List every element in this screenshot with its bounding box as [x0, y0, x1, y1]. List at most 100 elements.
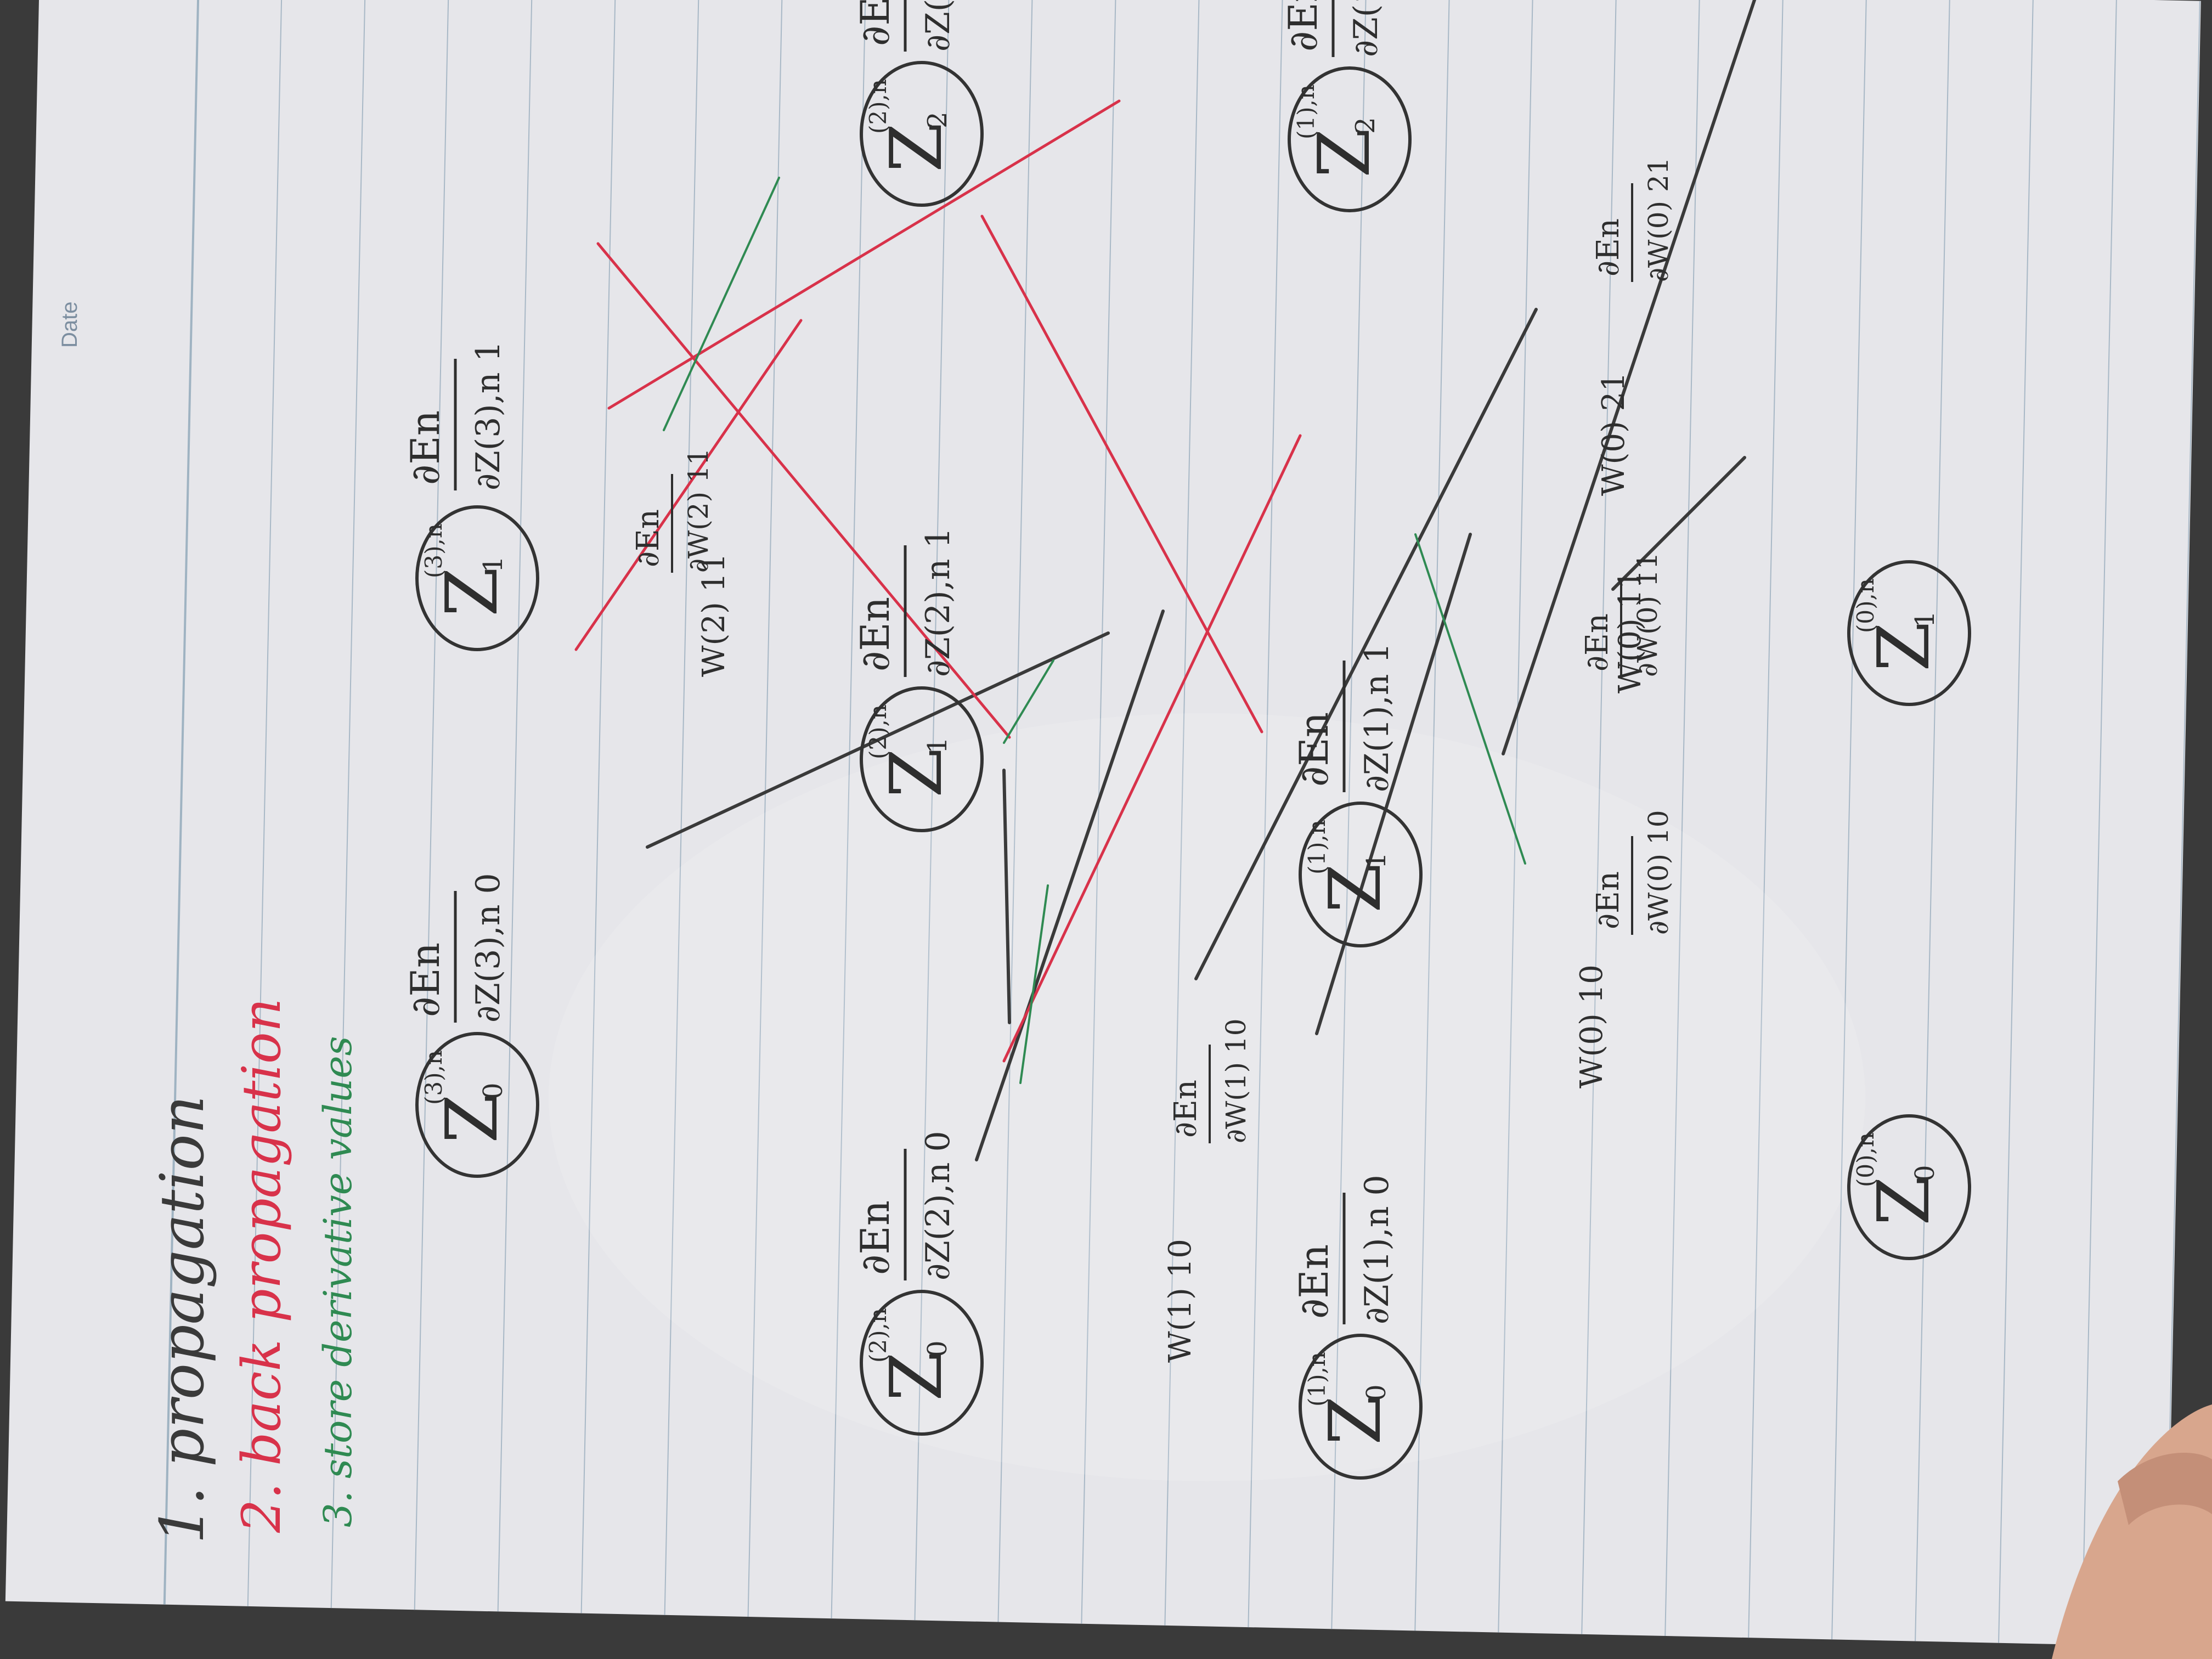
ruled-line	[1164, 0, 1200, 1626]
svg-text:1: 1	[1361, 852, 1392, 869]
ruled-line	[330, 0, 366, 1609]
ruled-line	[1998, 0, 2034, 1643]
svg-text:Z: Z	[874, 1352, 958, 1401]
svg-text:(2),n: (2),n	[865, 704, 891, 759]
svg-text:Z: Z	[1313, 1396, 1397, 1445]
svg-text:0: 0	[922, 1340, 953, 1357]
node-z0-1-circle	[1847, 560, 1971, 706]
svg-text:(3),n: (3),n	[420, 523, 447, 578]
node-z2-2: Z (2),n 2 ∂En ∂Z(2),n 2	[852, 0, 958, 172]
node-z2-0-circle	[860, 1290, 984, 1436]
svg-text:∂En: ∂En	[1590, 871, 1626, 929]
edges	[574, 0, 1768, 1161]
svg-text:∂En: ∂En	[852, 597, 898, 672]
edge-z0-1-to-z1-1	[1611, 456, 1746, 591]
svg-text:∂Z(3),n 0: ∂Z(3),n 0	[469, 873, 507, 1023]
node-z1-1: Z (1),n 1 ∂En ∂Z(1),n 1	[1291, 642, 1397, 913]
svg-text:∂W(0) 10: ∂W(0) 10	[1643, 810, 1674, 935]
svg-text:Z: Z	[1302, 128, 1386, 178]
node-z3-1: Z (3),n 1 ∂En ∂Z(3),n 1	[402, 341, 514, 617]
svg-text:W(1) 10: W(1) 10	[1163, 1239, 1198, 1363]
svg-text:Z: Z	[1862, 1176, 1945, 1226]
fingernail	[2118, 1453, 2212, 1525]
svg-text:(2),n: (2),n	[865, 1308, 891, 1363]
ruled-line	[664, 0, 700, 1615]
node-z1-2-circle	[1288, 66, 1412, 212]
node-z3-0-circle	[415, 1032, 539, 1178]
date-label: Date	[58, 302, 82, 348]
svg-text:0: 0	[1910, 1165, 1940, 1182]
svg-text:∂Z(1),n 0: ∂Z(1),n 0	[1358, 1175, 1396, 1324]
ruled-line	[1748, 0, 1784, 1638]
ruled-line	[997, 0, 1034, 1622]
paper-sheet	[5, 0, 2201, 1647]
node-z0-0: Z (0),n 0	[1852, 1132, 1945, 1226]
svg-text:∂En: ∂En	[402, 943, 448, 1017]
svg-text:∂En: ∂En	[852, 0, 898, 46]
edge-z1-0-to-z2-1	[975, 610, 1165, 1161]
svg-text:∂Z(1),n 1: ∂Z(1),n 1	[1358, 642, 1396, 792]
svg-text:W(0) 10: W(0) 10	[1574, 964, 1610, 1088]
svg-text:∂En: ∂En	[1579, 613, 1615, 672]
node-z1-1-circle	[1299, 802, 1423, 947]
svg-text:∂W(1) 10: ∂W(1) 10	[1220, 1018, 1252, 1143]
node-z1-2: Z (1),n 2 ∂En ∂Z(1),n 2	[1280, 0, 1386, 178]
edge-z1-2-to-z2-1	[1194, 308, 1538, 980]
svg-text:0: 0	[478, 1082, 509, 1099]
svg-text:(2),n: (2),n	[865, 79, 891, 134]
weight-w0-21: W(0) 21 ∂En ∂W(0) 21	[1590, 157, 1674, 496]
svg-text:∂En: ∂En	[630, 509, 666, 567]
red-edge-5	[980, 215, 1263, 733]
edge-z1-1-to-z2-1	[1002, 769, 1011, 1024]
ruled-line	[580, 0, 617, 1613]
svg-text:Z: Z	[430, 1094, 514, 1143]
ruled-line	[1831, 0, 1867, 1640]
svg-text:∂En: ∂En	[402, 410, 448, 485]
node-labels: Z (3),n 0 ∂En ∂Z(3),n 0 Z (3),n 1 ∂En ∂Z…	[402, 0, 1945, 1445]
svg-text:1: 1	[1910, 611, 1940, 628]
svg-text:∂W(2) 11: ∂W(2) 11	[682, 448, 714, 573]
ruled-line	[1498, 0, 1534, 1633]
weight-w2-11: W(2) 11 ∂En ∂W(2) 11	[630, 448, 732, 677]
svg-text:∂En: ∂En	[1280, 0, 1326, 52]
weight-w0-10: W(0) 10 ∂En ∂W(0) 10	[1574, 810, 1674, 1088]
node-z2-1: Z (2),n 1 ∂En ∂Z(2),n 1	[852, 527, 958, 798]
ruled-line	[914, 0, 950, 1621]
svg-text:(1),n: (1),n	[1293, 84, 1319, 139]
node-z1-0-circle	[1299, 1334, 1423, 1480]
svg-text:∂Z(2),n 2: ∂Z(2),n 2	[919, 0, 957, 52]
node-z3-1-circle	[415, 505, 539, 651]
margin-line	[163, 0, 200, 1605]
node-z2-0: Z (2),n 0 ∂En ∂Z(2),n 0	[852, 1131, 958, 1401]
node-z0-0-circle	[1847, 1114, 1971, 1260]
svg-text:Z: Z	[430, 567, 514, 617]
ruled-line	[1915, 0, 1950, 1641]
svg-text:2: 2	[1350, 117, 1381, 134]
svg-text:W(0) 21: W(0) 21	[1596, 372, 1632, 496]
ruled-line	[1248, 0, 1284, 1628]
green-edge-1	[1003, 659, 1054, 744]
ruled-line	[2164, 1, 2200, 1647]
svg-text:∂Z(1),n 2: ∂Z(1),n 2	[1347, 0, 1385, 57]
ruled-line	[247, 0, 283, 1606]
svg-text:∂Z(2),n 1: ∂Z(2),n 1	[919, 527, 957, 677]
edge-z0-1-to-z1-2	[1502, 0, 1768, 755]
svg-text:2: 2	[922, 111, 953, 128]
ruled-line	[1664, 0, 1701, 1637]
note-store-derivatives: 3. store derivative values	[315, 1036, 360, 1527]
svg-text:∂En: ∂En	[852, 1200, 898, 1275]
ruled-line	[414, 0, 450, 1610]
svg-text:1: 1	[922, 737, 953, 754]
note-back-propagation: 2. back propagation	[231, 998, 292, 1533]
ruled-line	[1331, 0, 1367, 1629]
svg-text:(1),n: (1),n	[1304, 1352, 1330, 1407]
red-edge-1	[574, 319, 803, 651]
svg-text:Z: Z	[874, 748, 958, 798]
svg-text:∂W(0) 11: ∂W(0) 11	[1632, 552, 1663, 677]
svg-text:0: 0	[1361, 1384, 1392, 1401]
edge-z2-1-to-z3-1	[646, 631, 1110, 849]
weight-labels: W(2) 11 ∂En ∂W(2) 11 W(1) 10 ∂En ∂W(1) 1…	[630, 157, 1674, 1363]
ruled-line	[1581, 0, 1617, 1634]
